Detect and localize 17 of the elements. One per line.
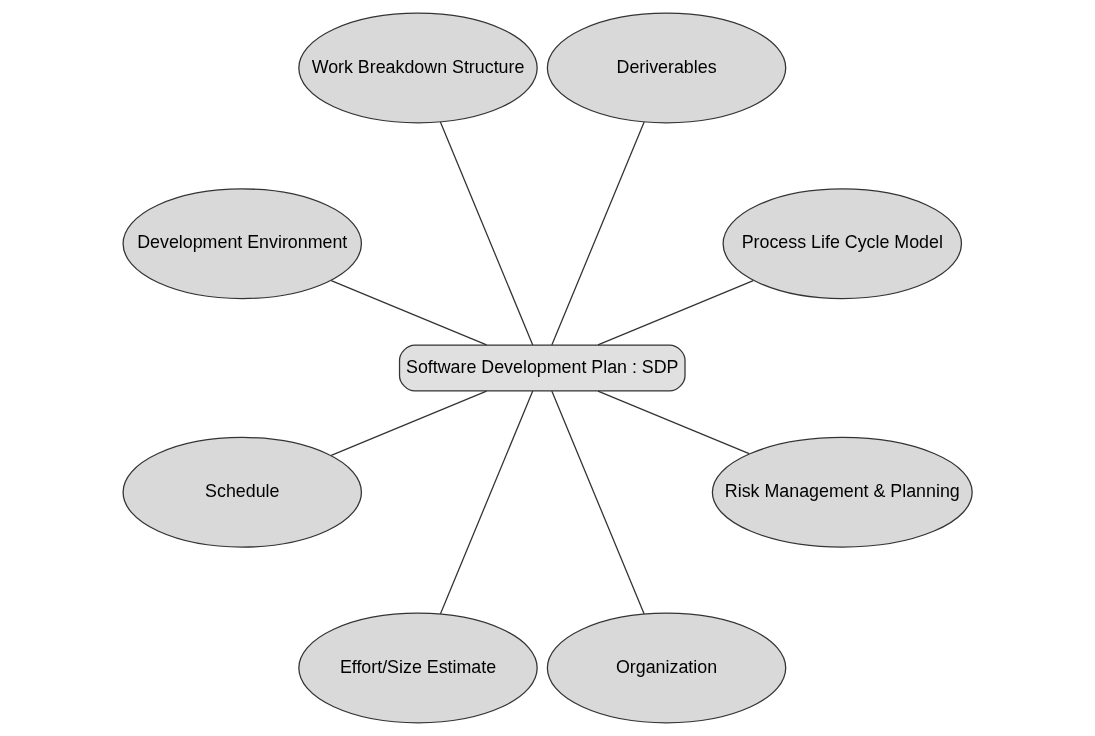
connector bbox=[551, 121, 645, 346]
connector bbox=[439, 121, 534, 346]
connector bbox=[551, 390, 645, 615]
connector bbox=[439, 390, 534, 615]
connector bbox=[597, 390, 750, 455]
node-ellipse: Risk Management & Planning bbox=[711, 436, 973, 548]
connector bbox=[330, 279, 488, 346]
connector bbox=[597, 279, 754, 346]
node-ellipse: Schedule bbox=[122, 436, 363, 548]
node-ellipse: Deriverables bbox=[546, 12, 787, 124]
node-ellipse: Work Breakdown Structure bbox=[298, 12, 538, 124]
node-ellipse: Effort/Size Estimate bbox=[298, 612, 538, 724]
node-ellipse: Development Environment bbox=[122, 188, 363, 300]
node-ellipse: Process Life Cycle Model bbox=[722, 188, 963, 300]
node-box: Software Development Plan : SDP bbox=[398, 344, 686, 392]
connector bbox=[330, 390, 488, 457]
node-ellipse: Organization bbox=[546, 612, 787, 724]
